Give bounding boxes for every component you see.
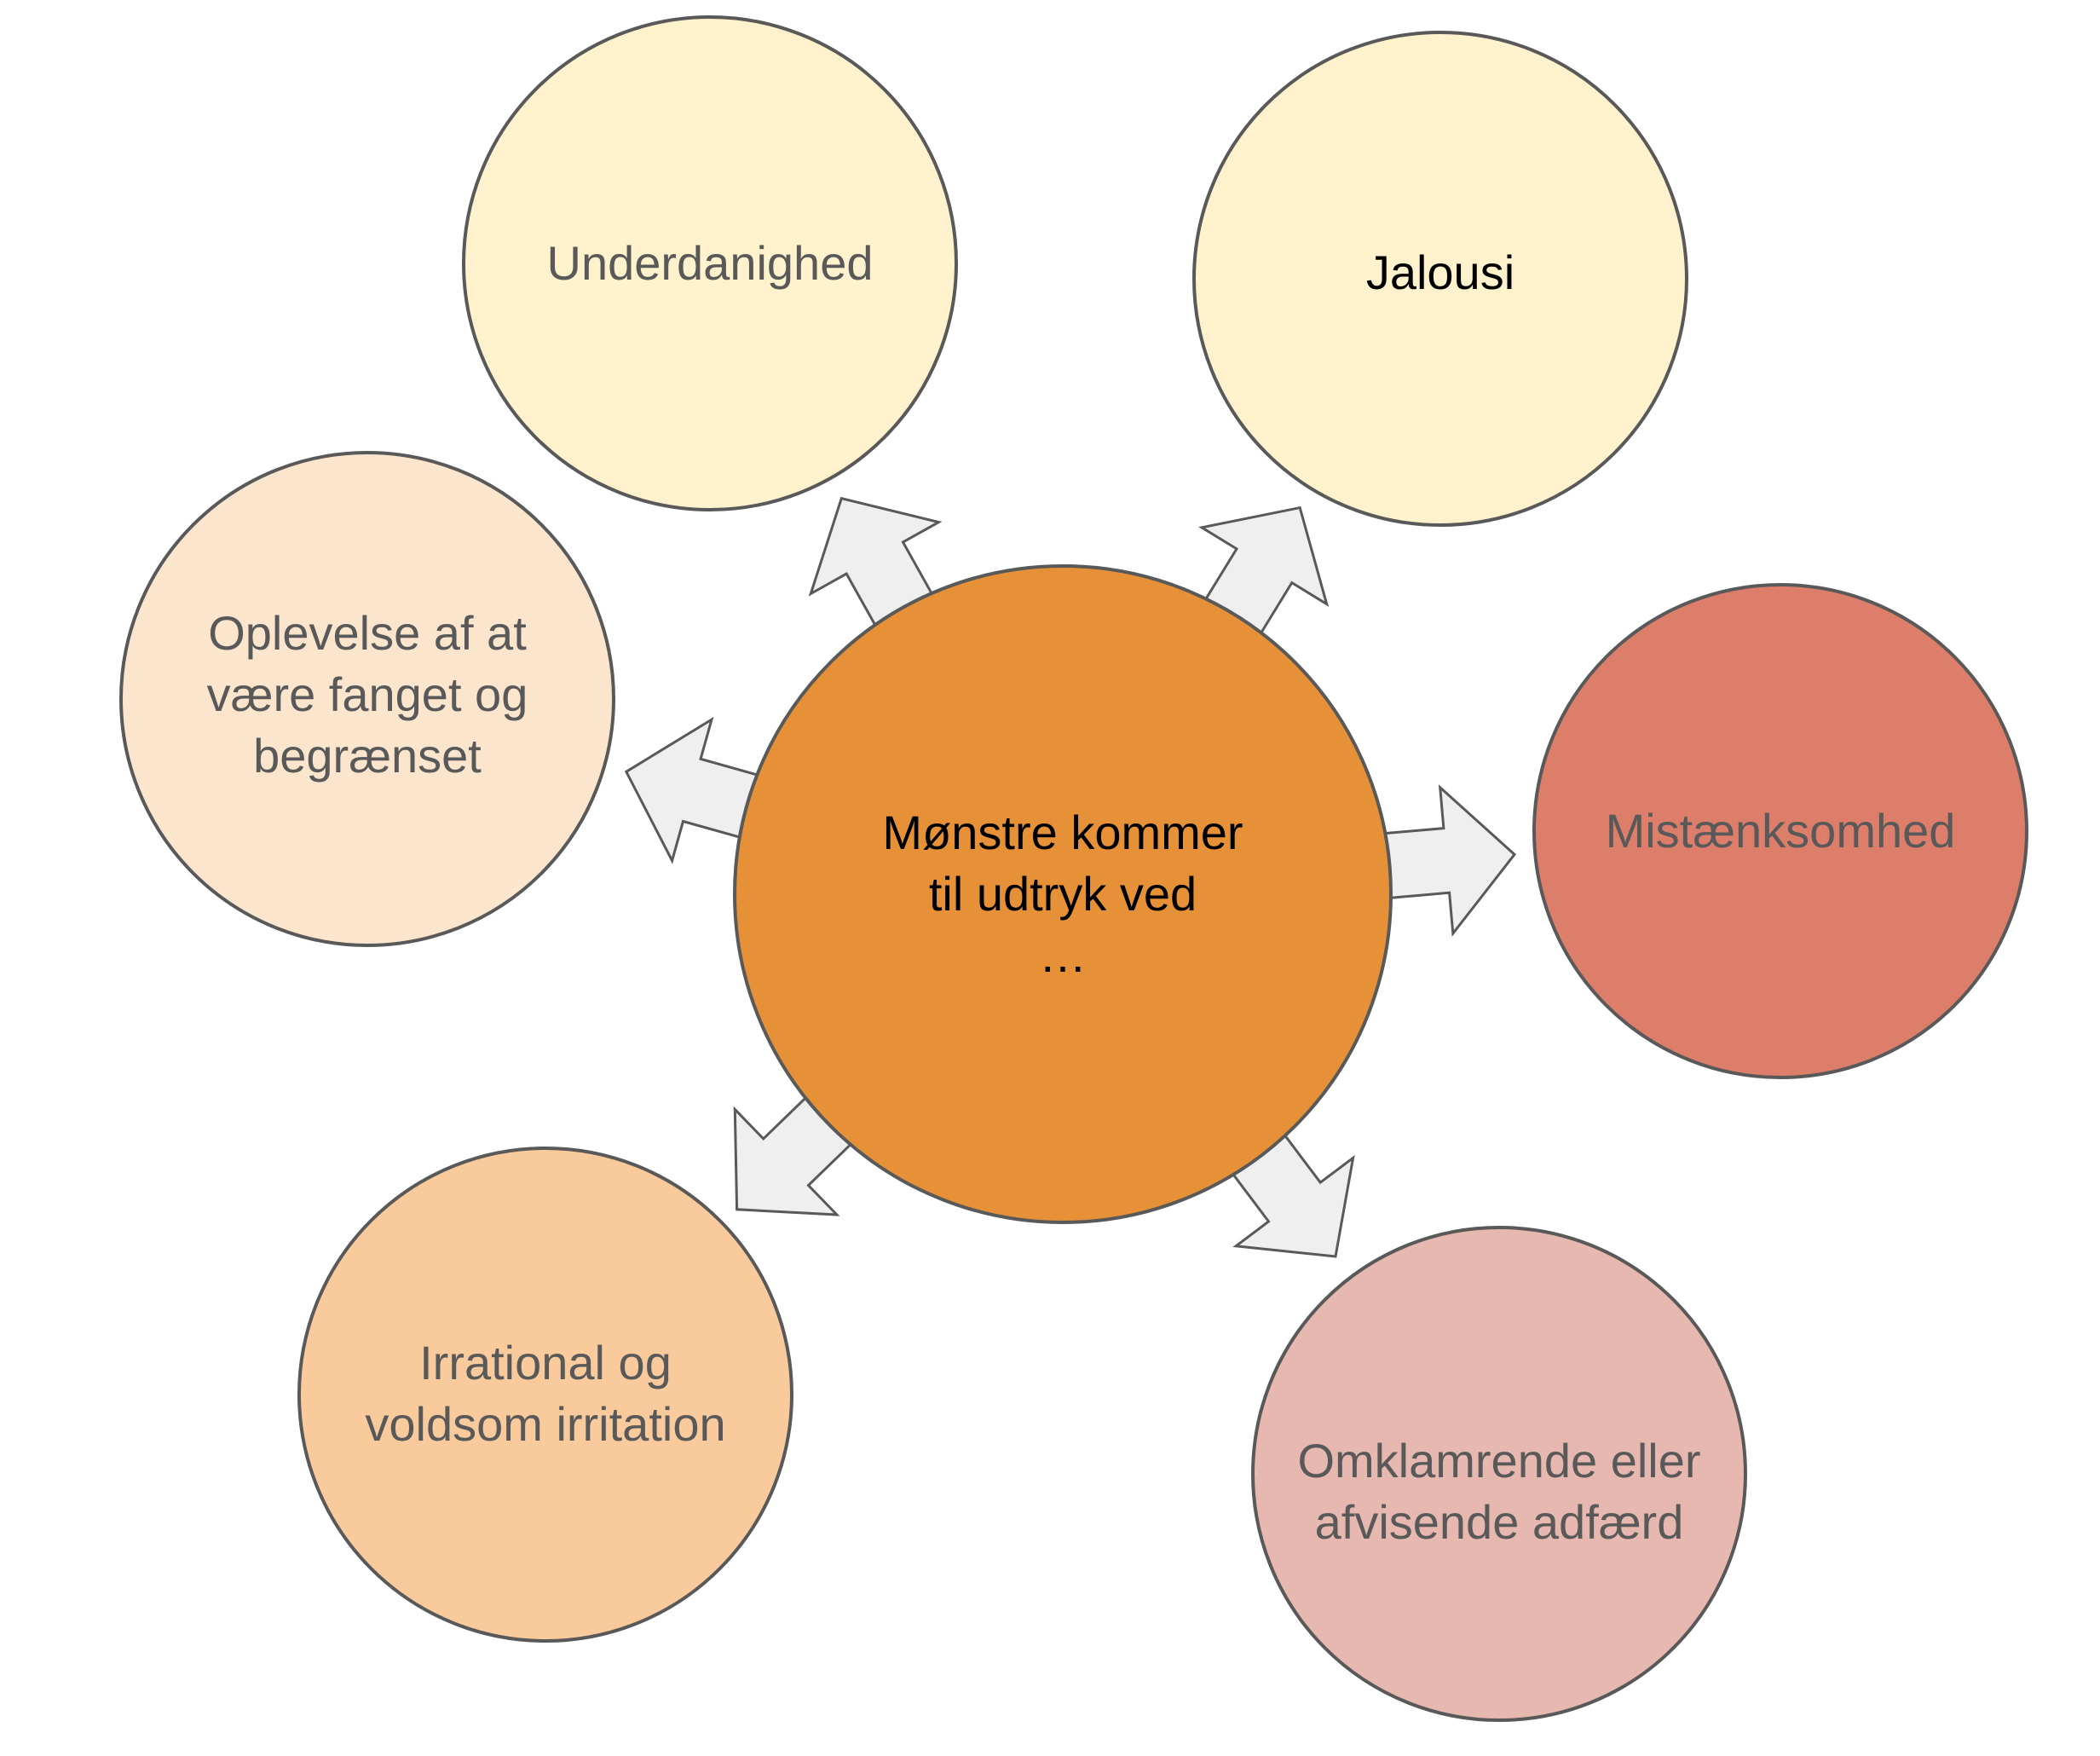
jalousi-circle (1192, 31, 1688, 527)
omklamrende-circle (1251, 1226, 1747, 1722)
arrows-group (624, 496, 1517, 1258)
arrow-to-mistaenksomhed (1370, 784, 1517, 938)
center-circle (733, 564, 1393, 1224)
oplevelse-circle (119, 451, 615, 947)
irrational-circle (297, 1147, 793, 1643)
circles-group (119, 15, 2028, 1722)
underdanighed-circle (462, 15, 958, 511)
mistaenksomhed-circle (1532, 583, 2028, 1079)
